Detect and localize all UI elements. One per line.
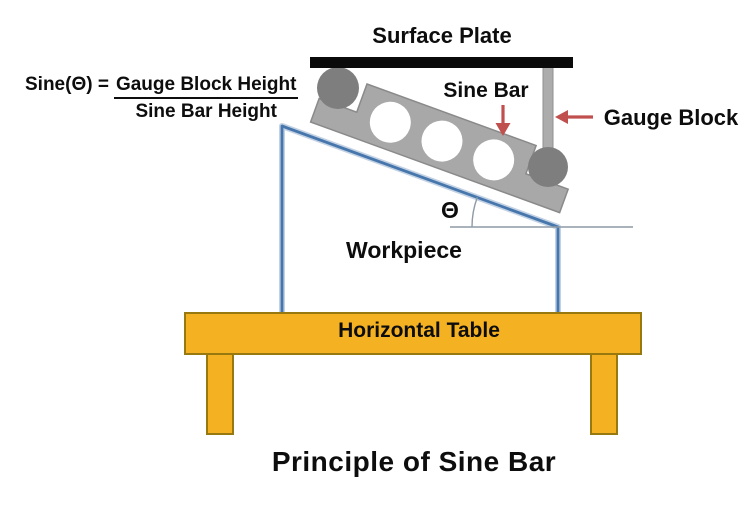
sine-formula: Sine(Θ) = Gauge Block Height Sine Bar He… [25,74,299,123]
sine-bar-group [309,83,570,214]
right-roller [528,147,568,187]
sine-bar-hole [369,101,411,143]
formula-numerator: Gauge Block Height [113,74,299,99]
gauge-block-shape [542,66,554,149]
table-leg-right [590,349,618,435]
sine-bar-label: Sine Bar [443,79,529,102]
workpiece-outline [280,124,560,313]
angle-theta-label: Θ [441,197,459,223]
surface-plate-label: Surface Plate [372,23,512,48]
sine-bar-arrow-head [495,123,511,136]
formula-lhs: Sine(Θ) = [25,74,109,95]
gauge-block-arrow-head [555,110,568,124]
table-top [184,312,642,355]
table-leg-left [206,349,234,435]
horizontal-table-label: Horizontal Table [338,319,500,342]
sine-bar-hole [421,120,463,162]
surface-plate-shape [310,57,573,68]
left-roller [317,67,359,109]
formula-denominator: Sine Bar Height [135,101,277,122]
gauge-block-label: Gauge Block [603,105,739,130]
angle-arc [471,196,478,228]
workpiece-label: Workpiece [346,237,462,263]
formula-fraction: Gauge Block Height Sine Bar Height [113,74,299,123]
sine-bar-hole [473,139,515,181]
diagram-title: Principle of Sine Bar [271,446,557,477]
